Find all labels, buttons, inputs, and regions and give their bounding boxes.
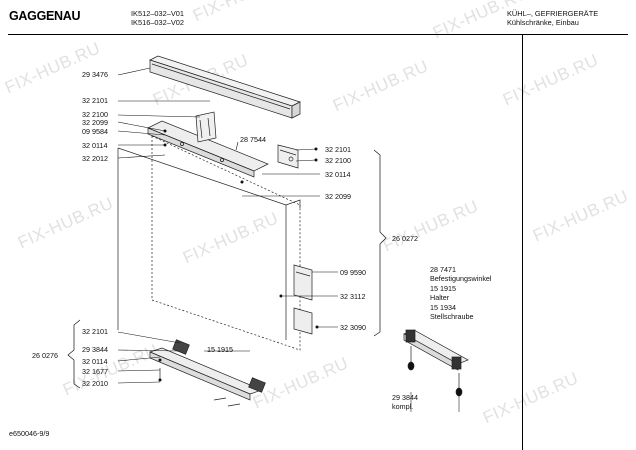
part-label: 09 9590 (340, 268, 366, 277)
part-label: 29 3476 (82, 70, 108, 79)
part-label: 32 2012 (82, 154, 108, 163)
part-label: 29 3844 (82, 345, 108, 354)
part-label: 15 1915 (207, 345, 233, 354)
kit-label: Halter (430, 293, 450, 302)
part-label: 32 2101 (325, 145, 351, 154)
part-label: 32 3090 (340, 323, 366, 332)
part-label: 32 3112 (340, 292, 366, 301)
brand-logo: GAGGENAU (9, 9, 81, 23)
kit-label: 28 7471 (430, 265, 456, 274)
part-label: 32 0114 (82, 357, 108, 366)
document-id: e650046-9/9 (9, 429, 50, 438)
kit-rail (403, 329, 469, 397)
part-label: 32 2099 (325, 192, 351, 201)
hinge-bracket (147, 111, 299, 178)
header-rule (8, 34, 628, 35)
kit-label: 29 3844 (392, 393, 418, 402)
bracket-braces (67, 149, 387, 389)
part-label: 09 9584 (82, 127, 108, 136)
door-panel (117, 147, 301, 340)
model-number: IK512–032–V01 (131, 9, 185, 18)
kit-label: Befestigungswinkel (430, 274, 492, 283)
kit-label: 15 1915 (430, 284, 456, 293)
model-number: IK516–032–V02 (131, 18, 185, 27)
part-label: 26 0276 (32, 351, 58, 360)
kit-label: kompl. (392, 402, 414, 411)
bottom-rail (149, 339, 266, 407)
category-title: KÜHL–, GEFRIERGERÄTE (507, 9, 599, 18)
part-label: 32 2100 (82, 110, 108, 119)
part-label: 32 0114 (82, 141, 108, 150)
part-label: 26 0272 (392, 234, 418, 243)
part-label: 32 2101 (82, 327, 108, 336)
category-subtitle: Kühlschränke, Einbau (507, 18, 579, 27)
part-label: 32 0114 (325, 170, 351, 179)
kit-label: 15 1934 (430, 303, 456, 312)
part-label: 28 7544 (240, 135, 266, 144)
kit-label: Stellschraube (430, 312, 474, 321)
part-label: 32 2101 (82, 96, 108, 105)
part-label: 32 2099 (82, 118, 108, 127)
cover-profile (149, 55, 301, 119)
right-margin-rule (522, 34, 523, 450)
lower-hinge (293, 264, 313, 335)
cabinet-outline (151, 135, 301, 351)
part-label: 32 2010 (82, 379, 108, 388)
part-label: 32 2100 (325, 156, 351, 165)
part-label: 32 1677 (82, 367, 108, 376)
leader-lines (117, 67, 460, 412)
